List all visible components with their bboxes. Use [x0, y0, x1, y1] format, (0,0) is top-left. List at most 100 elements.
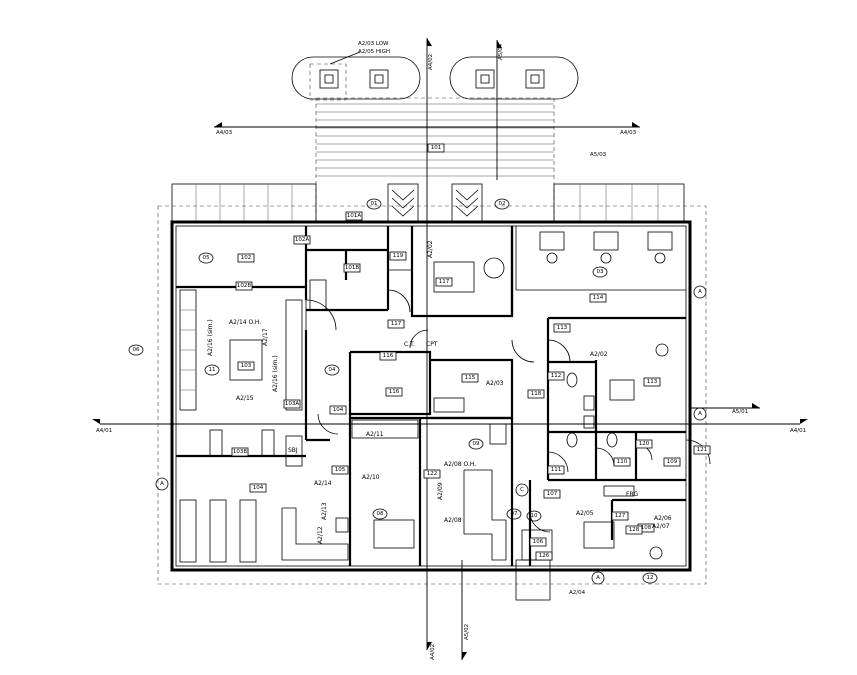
room-tag-label: 103 [241, 363, 252, 369]
note-a2-03: A2/03 [486, 380, 504, 387]
keynote-k03: 03 [592, 266, 608, 278]
note-a2-17: A2/17 [262, 328, 269, 346]
room-tag-t109: 109 [663, 457, 681, 467]
note-a2-16: A2/16 (sim.) [272, 355, 279, 392]
note-a2-09: A2/09 [437, 482, 444, 500]
ref-left-mid: A4/01 [96, 428, 112, 434]
note-a2-14-oh: A2/14 O.H. [229, 319, 261, 326]
room-tag-label: 112 [551, 373, 562, 379]
room-tag-t117b: 117 [387, 319, 405, 329]
room-tag-t103b: 103B [231, 447, 249, 457]
keynote-label: 05 [203, 255, 210, 261]
building-perimeter [157, 205, 707, 585]
room-tag-t118: 118 [527, 389, 545, 399]
room-tag-label: 119 [393, 253, 404, 259]
keynote-label: 03 [597, 269, 604, 275]
note-a2-07: A2/07 [652, 523, 670, 530]
room-tag-label: 103A [285, 401, 299, 407]
room-tag-label: 104 [253, 485, 264, 491]
keynote-label: 04 [329, 367, 336, 373]
room-tag-label: 109 [667, 459, 678, 465]
keynote-k08: 08 [372, 508, 388, 520]
room-tag-label: 102A [295, 237, 309, 243]
room-tag-t110: 110 [613, 457, 631, 467]
note-a2-10: A2/10 [362, 474, 380, 481]
ref-bottom-mid: A5/02 [464, 624, 470, 640]
note-a2-12: A2/12 [317, 526, 324, 544]
keynote-label: 02 [499, 201, 506, 207]
view-references: A4/03 A4/03 A5/03 A4/01 A4/01 A5/01 A2/0… [96, 43, 806, 660]
room-tag-label: 120 [639, 441, 650, 447]
note-a2-14: A2/14 [314, 480, 332, 487]
ref-bottom-axis: A4/02 [430, 644, 436, 660]
room-tag-label: 113 [647, 379, 658, 385]
note-a2-02: A2/02 [427, 240, 434, 258]
room-tag-label: 127 [615, 513, 626, 519]
room-tag-label: 117 [391, 321, 402, 327]
room-tag-t102b: 102B [235, 281, 253, 291]
room-tag-label: 106 [533, 539, 544, 545]
room-tag-t116b: 116 [379, 351, 397, 361]
top-callout: A2/03 LOW A2/05 HIGH [329, 41, 390, 65]
callout-low: A2/03 LOW [358, 41, 389, 47]
note-a2-13b: A2/13 [321, 502, 328, 520]
furniture [179, 231, 673, 563]
grid-mark-a-1: A [698, 289, 702, 295]
keynote-k09: 09 [468, 438, 484, 450]
note-sbj: SBJ [288, 447, 298, 454]
note-a2-08-oh: A2/08 O.H. [444, 461, 476, 468]
room-tag-label: 102B [237, 283, 251, 289]
ref-stair: A2/04 [569, 590, 586, 596]
keynote-k06: 06 [128, 344, 144, 356]
room-tag-t102a: 102A [293, 235, 311, 245]
room-tag-t104: 104 [249, 483, 267, 493]
room-tag-t104b: 104 [329, 405, 347, 415]
note-a2-16-sim: A2/16 (sim.) [207, 319, 214, 356]
ref-right-inner: A5/01 [732, 409, 748, 415]
room-tag-label: 101A [347, 213, 361, 219]
ref-top-left: A4/03 [216, 130, 233, 136]
room-tag-label: 101 [431, 145, 442, 151]
room-tag-label: 113 [557, 325, 568, 331]
room-tag-t117: 117 [435, 277, 453, 287]
room-tag-t126: 126 [535, 551, 553, 561]
ref-top-mid: A5/04 [498, 43, 504, 60]
grid-mark-a-4: A [596, 575, 600, 581]
room-tag-t120: 120 [635, 439, 653, 449]
room-tag-t122: 122 [423, 469, 441, 479]
keynote-label: 11 [209, 367, 216, 373]
room-tag-label: 114 [593, 295, 604, 301]
room-tag-t116: 116 [385, 387, 403, 397]
room-tag-t112: 112 [547, 371, 565, 381]
room-tag-label: 104 [333, 407, 344, 413]
keynote-k05: 05 [198, 252, 214, 264]
ref-top-right: A4/03 [620, 130, 637, 136]
room-tag-label: 116 [389, 389, 400, 395]
room-tag-t102: 102 [237, 253, 255, 263]
room-tag-label: 105 [335, 467, 346, 473]
keynote-k02: 02 [494, 198, 510, 210]
keynote-k01: 01 [366, 198, 382, 210]
room-tag-t121: 121 [693, 445, 711, 455]
grid-mark-a-2: A [698, 411, 702, 417]
interior-walls [176, 226, 686, 601]
room-tag-t103: 103 [237, 361, 255, 371]
keynote-label: 06 [133, 347, 140, 353]
keynote-k10: 10 [526, 510, 542, 522]
keynote-label: 08 [377, 511, 384, 517]
room-tag-label: 115 [465, 375, 476, 381]
room-tag-t101b: 101B [343, 263, 361, 273]
keynote-label: 10 [531, 513, 538, 519]
room-tag-label: 101B [345, 265, 359, 271]
note-a2-02b: A2/02 [590, 351, 608, 358]
room-tag-t111: 111 [547, 465, 565, 475]
grid-mark-a-3: A [160, 481, 164, 487]
room-tag-label: 108 [641, 525, 652, 531]
note-a2-06: A2/06 [654, 515, 672, 522]
ref-right-mid: A4/01 [790, 428, 806, 434]
room-tag-label: 103B [233, 449, 247, 455]
keynote-k11: 11 [204, 364, 220, 376]
grid-marks: A A A A C [155, 285, 707, 585]
note-cpt: CPT [426, 341, 438, 348]
